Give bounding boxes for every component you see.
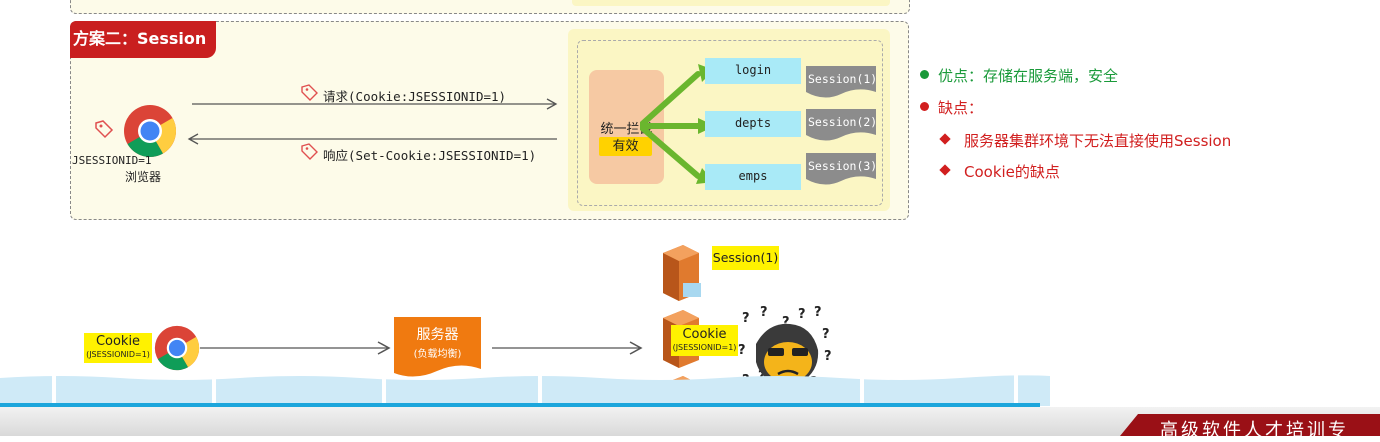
load-balancer-box [394,317,481,377]
diamond-bullet-icon [939,133,951,145]
con-bullet-icon [920,102,929,111]
server-cookie-tag: Cookie (JSESSIONID=1) [671,325,738,356]
svg-text:?: ? [782,315,790,330]
accent-line [0,403,1040,407]
load-balancer-title: 服务器 [416,327,459,343]
servlet-login: login [705,58,801,84]
server-session-tag: Session(1) [712,246,779,270]
svg-text:?: ? [822,327,830,342]
tag-icon [301,143,318,160]
session-store-1: Session(1) [806,66,878,98]
response-detail: (Set-Cookie:JSESSIONID=1) [348,148,537,163]
tag-icon [95,120,114,139]
server-cookie-label: Cookie [682,327,727,342]
session-store-2: Session(2) [806,109,878,141]
panel-title: 方案二：Session [70,21,217,58]
cluster-flow-arrows [200,341,643,355]
request-response-arrows [187,98,558,145]
diamond-bullet-icon [939,164,951,176]
servlet-emps: emps [705,164,801,190]
server-cookie-id: (JSESSIONID=1) [672,343,737,352]
session-store-label: Session(2) [808,115,878,129]
chrome-browser-icon [154,325,200,371]
session-store-label: Session(3) [808,159,878,173]
tag-icon [301,84,318,101]
con-item: 服务器集群环境下无法直接使用Session [964,132,1232,150]
svg-text:?: ? [742,311,750,326]
previous-panel-server-edge [572,0,890,6]
response-prefix: 响应 [323,148,349,163]
banner-text: 高级软件人才培训专 [1160,420,1349,441]
client-cookie-label: Cookie [95,334,141,349]
svg-text:?: ? [814,305,822,320]
server-inner-frame [577,40,883,206]
con-title: 缺点： [938,99,984,117]
svg-text:?: ? [738,343,746,358]
response-label: 响应(Set-Cookie:JSESSIONID=1) [323,145,536,164]
browser-caption: 浏览器 [125,170,162,184]
banner-background [1120,414,1380,436]
servlet-depts: depts [705,111,801,137]
pro-text: 优点：存储在服务端，安全 [938,67,1119,85]
svg-text:?: ? [798,307,806,322]
interceptor-valid-badge: 有效 [599,137,652,156]
session-store-label: Session(1) [808,72,878,86]
client-cookie-id: (JSESSIONID=1) [86,350,150,359]
request-prefix: 请求 [323,89,349,104]
session-store-3: Session(3) [806,153,878,185]
request-label: 请求(Cookie:JSESSIONID=1) [323,86,506,105]
client-cookie-tag: Cookie (JSESSIONID=1) [84,333,152,363]
decorative-water-band [0,372,1050,406]
svg-text:?: ? [824,349,832,364]
request-detail: (Cookie:JSESSIONID=1) [348,89,507,104]
pro-bullet-icon [920,70,929,79]
server-icon [663,245,701,301]
con-item: Cookie的缺点 [964,163,1060,181]
svg-text:?: ? [760,305,768,320]
browser-session-id: JSESSIONID=1 [72,154,152,167]
chrome-browser-icon [124,105,176,157]
load-balancer-subtitle: (负载均衡) [413,349,462,360]
